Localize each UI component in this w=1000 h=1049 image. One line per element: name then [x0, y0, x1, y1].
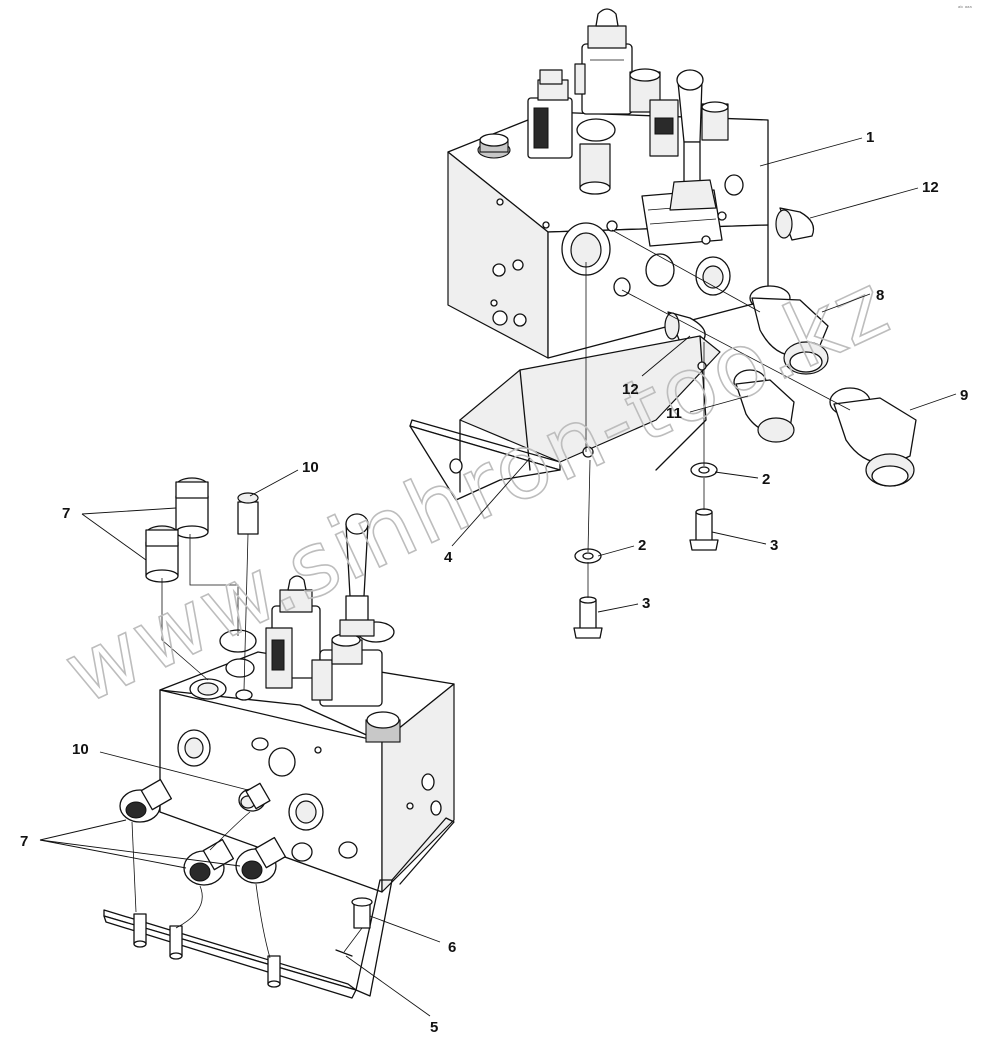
callout-10-top: 10	[302, 459, 319, 476]
callout-12-upper: 12	[922, 179, 939, 196]
bolt-6	[351, 897, 373, 929]
callout-7-top: 7	[62, 505, 70, 522]
plug-12-upper	[775, 207, 815, 241]
fitting-7-top-a	[175, 477, 209, 539]
lower-mounting-bracket	[103, 817, 455, 999]
washer-2-left	[574, 548, 602, 564]
callout-2-left: 2	[638, 537, 646, 554]
fitting-10-top	[237, 492, 259, 535]
mounting-bracket-4	[409, 335, 721, 501]
lower-assembly-guide-lines	[131, 533, 363, 959]
callout-leaders	[39, 137, 957, 1017]
callout-5: 5	[430, 1019, 438, 1036]
callout-3-right: 3	[770, 537, 778, 554]
callout-6: 6	[448, 939, 456, 956]
callout-labels: 1 12 8 12 9 11 2 3 2 3 4 10 7 10 7 6 5	[20, 129, 968, 1036]
upper-assembly-guide-lines	[585, 229, 851, 598]
callout-2-right: 2	[762, 471, 770, 488]
callout-12-lower: 12	[622, 381, 639, 398]
elbow-fitting-8	[749, 285, 829, 375]
lower-hand-lever	[339, 513, 375, 637]
washer-5	[335, 949, 353, 957]
upper-hand-lever	[669, 69, 717, 211]
callout-7-front: 7	[20, 833, 28, 850]
fitting-7-top-b	[145, 525, 179, 583]
fitting-7-front-c	[235, 836, 287, 884]
callout-1: 1	[866, 129, 874, 146]
elbow-fitting-9	[829, 387, 917, 487]
callout-8: 8	[876, 287, 884, 304]
elbow-fitting-11	[733, 369, 795, 443]
callout-4: 4	[444, 549, 453, 566]
upper-solenoid-valves	[527, 8, 729, 195]
fitting-10-front	[238, 782, 271, 812]
bolt-3-left	[573, 596, 603, 639]
corner-mark: ᵃᵇ ᵃᵃᵃ	[958, 5, 972, 12]
callout-9: 9	[960, 387, 968, 404]
callout-11: 11	[666, 405, 682, 422]
callout-3-left: 3	[642, 595, 650, 612]
callout-10-front: 10	[72, 741, 89, 758]
fitting-7-front-a	[119, 778, 173, 823]
bolt-3-right	[689, 508, 719, 551]
washer-2-right	[690, 462, 718, 478]
